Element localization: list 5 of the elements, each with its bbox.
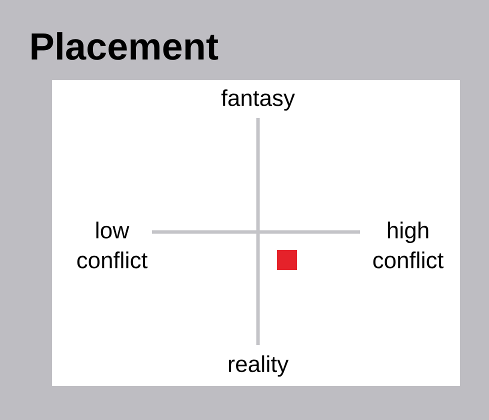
axis-label: reality [228, 355, 289, 377]
axis-label: fantasy [221, 89, 295, 111]
axis-label: low conflict [77, 222, 148, 268]
title: Placement [32, 32, 218, 60]
axis-label: high conflict [373, 222, 444, 268]
